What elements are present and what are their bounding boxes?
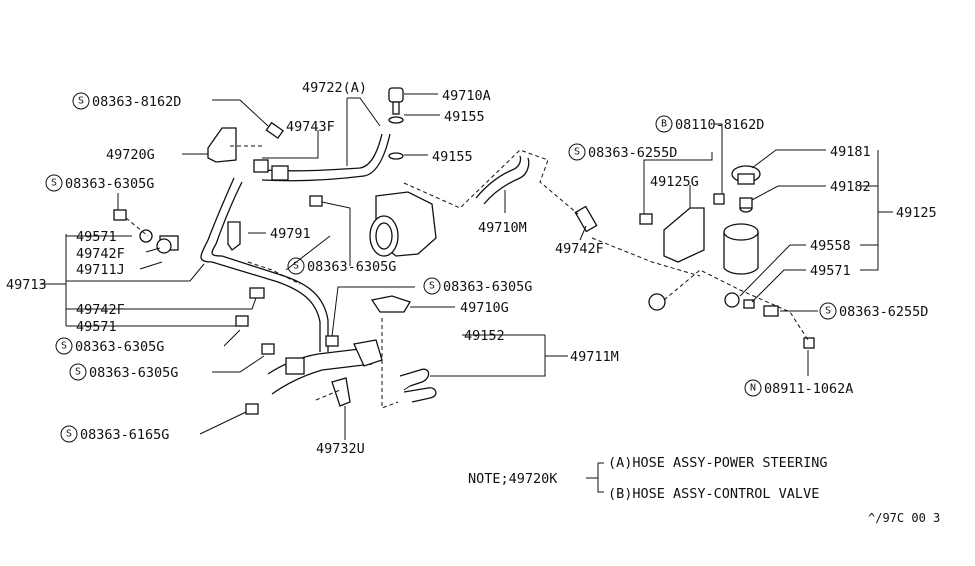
bolt-08363-6305g-c [261, 343, 275, 355]
note-line-b: (B)HOSE ASSY-CONTROL VALVE [608, 486, 819, 502]
bolt-08110-8162d [713, 193, 725, 205]
phantom-lines [125, 145, 809, 409]
washer-49571-a [139, 229, 153, 243]
bracket-49791 [227, 221, 241, 251]
hose-49710m [475, 155, 522, 199]
marker-s: S [429, 281, 435, 292]
connector-49742f [574, 205, 598, 233]
label-49743f: 49743F [286, 119, 335, 135]
label-08911-1062a: 08911-1062A [764, 381, 853, 397]
marker-b: B [661, 119, 667, 130]
label-49181: 49181 [830, 144, 871, 160]
label-49152: 49152 [464, 328, 505, 344]
marker-s: S [66, 429, 72, 440]
label-49732u: 49732U [316, 441, 365, 457]
marker-n: N [750, 383, 756, 394]
bolt-08363-6255d-b [763, 305, 779, 317]
bolt-08363-6305g-a [309, 195, 323, 207]
marker-s: S [61, 341, 67, 352]
bolt-08363-8162d [265, 121, 284, 140]
label-08363-8162d: 08363-8162D [92, 94, 181, 110]
washer-49571-b [235, 315, 249, 327]
label-08363-6255d-upper: 08363-6255D [588, 145, 677, 161]
label-49713: 49713 [6, 277, 47, 293]
diagram-code: ^/97C 00 3 [868, 511, 940, 525]
label-49742f-lower: 49742F [76, 302, 125, 318]
washer-49155-lower [388, 152, 404, 160]
label-49720g: 49720G [106, 147, 155, 163]
bolt-08363-6165g [245, 403, 259, 415]
marker-s: S [293, 261, 299, 272]
bracket-49732u [331, 377, 351, 407]
connector-a-circle [648, 293, 666, 311]
bolt-08363-6255d-a [639, 213, 653, 225]
label-49710m: 49710M [478, 220, 527, 236]
reservoir-49125 [723, 231, 759, 275]
label-08110-8162d: 08110-8162D [675, 117, 764, 133]
prefix-markers: S S S S S S S B S S N [45, 92, 837, 443]
nut-49742f-a [156, 238, 172, 254]
label-49182: 49182 [830, 179, 871, 195]
label-49125: 49125 [896, 205, 937, 221]
washer-49571-c [743, 299, 755, 309]
bolt-08363-6305g-left [113, 209, 127, 221]
marker-s: S [825, 306, 831, 317]
label-08363-6305g-top: 08363-6305G [65, 176, 154, 192]
label-49742f-mid: 49742F [555, 241, 604, 257]
part-labels: 08363-8162D 49722(A) 49710A 49155 49743F… [6, 80, 937, 457]
bolt-08363-6305g-b [325, 335, 339, 347]
bracket-49720g [207, 127, 237, 163]
clamp-49558 [724, 292, 740, 308]
label-49711m: 49711M [570, 349, 619, 365]
valve-body [353, 339, 383, 367]
label-49710a: 49710A [442, 88, 491, 104]
leader-lines [40, 93, 893, 493]
hose-49720k-a [261, 133, 383, 172]
parts [113, 87, 815, 415]
label-08363-6305g-lower: 08363-6305G [75, 339, 164, 355]
label-49571-upper: 49571 [76, 229, 117, 245]
note-prefix: NOTE;49720K [468, 471, 558, 487]
tube-49713 [200, 177, 321, 352]
washer-49155-upper [388, 116, 404, 124]
label-49742f-upper: 49742F [76, 246, 125, 262]
label-49571-lower: 49571 [76, 319, 117, 335]
label-49571-right: 49571 [810, 263, 851, 279]
label-08363-6305g-bottom: 08363-6305G [89, 365, 178, 381]
bracket-49125g [663, 207, 705, 263]
label-08363-6255d-lower: 08363-6255D [839, 304, 928, 320]
label-08363-6305g-right: 08363-6305G [443, 279, 532, 295]
tube-49711m [399, 368, 430, 387]
label-49125g: 49125G [650, 174, 699, 190]
marker-s: S [75, 367, 81, 378]
label-49155-upper: 49155 [444, 109, 485, 125]
label-49711j: 49711J [76, 262, 125, 278]
label-49155-lower: 49155 [432, 149, 473, 165]
marker-s: S [574, 147, 580, 158]
marker-s: S [78, 96, 84, 107]
hose-49720k-b [267, 347, 369, 375]
fitting-49743f [253, 159, 269, 173]
nut-08911-1062a [803, 337, 815, 349]
note-block: NOTE;49720K (A)HOSE ASSY-POWER STEERING … [468, 455, 827, 502]
note-line-a: (A)HOSE ASSY-POWER STEERING [608, 455, 827, 471]
bracket-49710g [370, 295, 411, 313]
nut-49742f-b [249, 287, 265, 299]
label-08363-6305g-mid: 08363-6305G [307, 259, 396, 275]
bolt-49710a [388, 87, 404, 103]
label-08363-6165g: 08363-6165G [80, 427, 169, 443]
label-49791: 49791 [270, 226, 311, 242]
label-49558: 49558 [810, 238, 851, 254]
label-49710g: 49710G [460, 300, 509, 316]
marker-s: S [51, 178, 57, 189]
label-49722a: 49722(A) [302, 80, 367, 96]
